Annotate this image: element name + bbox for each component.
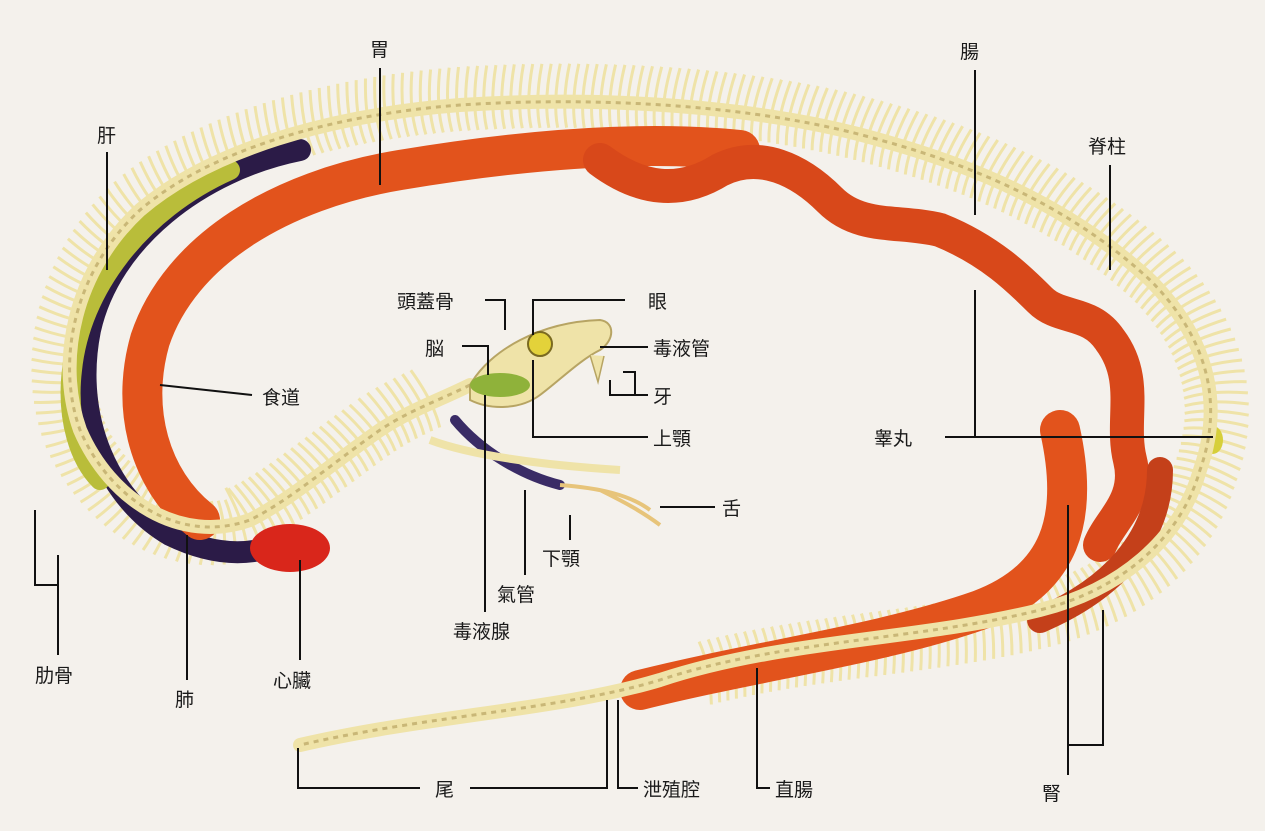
stomach-organ — [122, 126, 760, 540]
leader-fang — [609, 371, 648, 396]
rectum-organ — [620, 410, 1088, 710]
snake-body — [31, 63, 1249, 752]
labels: 胃 腸 肝 脊柱 頭蓋骨 眼 脳 毒液管 牙 食道 上顎 睾丸 舌 下顎 氣管 … — [35, 39, 1126, 805]
label-cloaca: 泄殖腔 — [643, 779, 700, 801]
leader-ribs — [34, 510, 59, 655]
label-testis: 睾丸 — [874, 428, 912, 450]
label-esophagus: 食道 — [262, 387, 300, 409]
label-venom-duct: 毒液管 — [653, 338, 710, 360]
label-spine: 脊柱 — [1088, 136, 1126, 158]
leader-tail — [297, 700, 608, 789]
label-maxilla: 上顎 — [653, 428, 691, 450]
leader-lines — [34, 68, 1213, 789]
label-kidney: 腎 — [1042, 783, 1061, 805]
label-tongue: 舌 — [722, 498, 741, 520]
label-mandible: 下顎 — [542, 548, 580, 570]
label-lung: 肺 — [175, 689, 194, 711]
label-eye: 眼 — [648, 291, 667, 313]
label-intestine: 腸 — [960, 41, 979, 63]
leader-brain — [462, 345, 489, 375]
label-liver: 肝 — [97, 125, 116, 147]
tongue-organ — [559, 483, 662, 527]
label-trachea: 氣管 — [497, 584, 535, 606]
leader-maxilla — [532, 360, 648, 438]
label-tail: 尾 — [435, 779, 454, 801]
venom-gland-organ — [470, 373, 530, 397]
label-skull: 頭蓋骨 — [397, 291, 454, 313]
label-brain: 脳 — [425, 338, 444, 360]
label-ribs: 肋骨 — [35, 665, 73, 687]
snake-head — [428, 318, 662, 527]
leader-skull — [485, 299, 506, 330]
label-stomach: 胃 — [370, 39, 389, 61]
leader-esophagus — [159, 384, 253, 396]
label-venom-gland: 毒液腺 — [453, 621, 510, 643]
leader-rectum — [756, 668, 770, 789]
leader-testis — [945, 290, 1213, 438]
spine-shadow — [68, 100, 1213, 747]
heart-organ — [250, 524, 330, 572]
leader-cloaca — [617, 700, 638, 789]
label-rectum: 直腸 — [775, 779, 813, 801]
label-heart: 心臟 — [273, 670, 311, 692]
intestine-organ — [583, 143, 1149, 562]
lower-jaw-bone — [428, 436, 621, 474]
eye-organ — [527, 331, 553, 357]
label-fang: 牙 — [653, 386, 672, 408]
leader-kidney — [1067, 505, 1104, 775]
fang-tooth — [589, 354, 605, 385]
leader-eye — [532, 299, 625, 335]
